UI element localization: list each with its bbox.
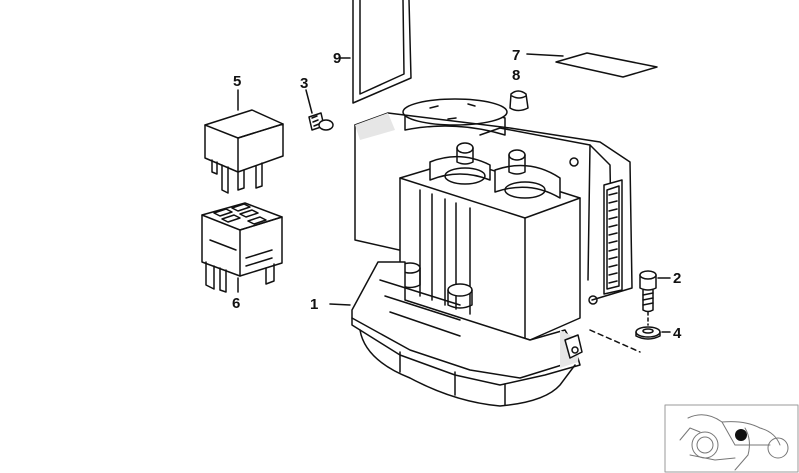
callout-9: 9 bbox=[333, 50, 341, 67]
locator-marker bbox=[735, 429, 747, 441]
bolt-part bbox=[639, 270, 657, 313]
rubber-cap-part bbox=[509, 90, 529, 112]
assembly-dashed-line bbox=[589, 329, 641, 353]
relay-socket-part bbox=[201, 202, 283, 293]
callout-1: 1 bbox=[310, 296, 318, 313]
gasket-strip-part bbox=[352, 0, 412, 104]
callout-3: 3 bbox=[300, 75, 308, 92]
hydraulic-unit-part bbox=[351, 98, 633, 407]
label-plate-part bbox=[555, 52, 658, 78]
callout-7: 7 bbox=[512, 47, 520, 64]
screw-part bbox=[305, 89, 334, 131]
washer-part bbox=[635, 326, 661, 340]
callout-8: 8 bbox=[512, 67, 520, 84]
relay-part bbox=[204, 89, 284, 194]
callout-6: 6 bbox=[232, 295, 240, 312]
motorcycle-locator-icon bbox=[664, 404, 799, 473]
leader-line-1 bbox=[329, 303, 351, 306]
callout-2: 2 bbox=[673, 270, 681, 287]
callout-4: 4 bbox=[673, 325, 682, 342]
leader-line-7 bbox=[526, 53, 564, 57]
callout-5: 5 bbox=[233, 73, 241, 90]
